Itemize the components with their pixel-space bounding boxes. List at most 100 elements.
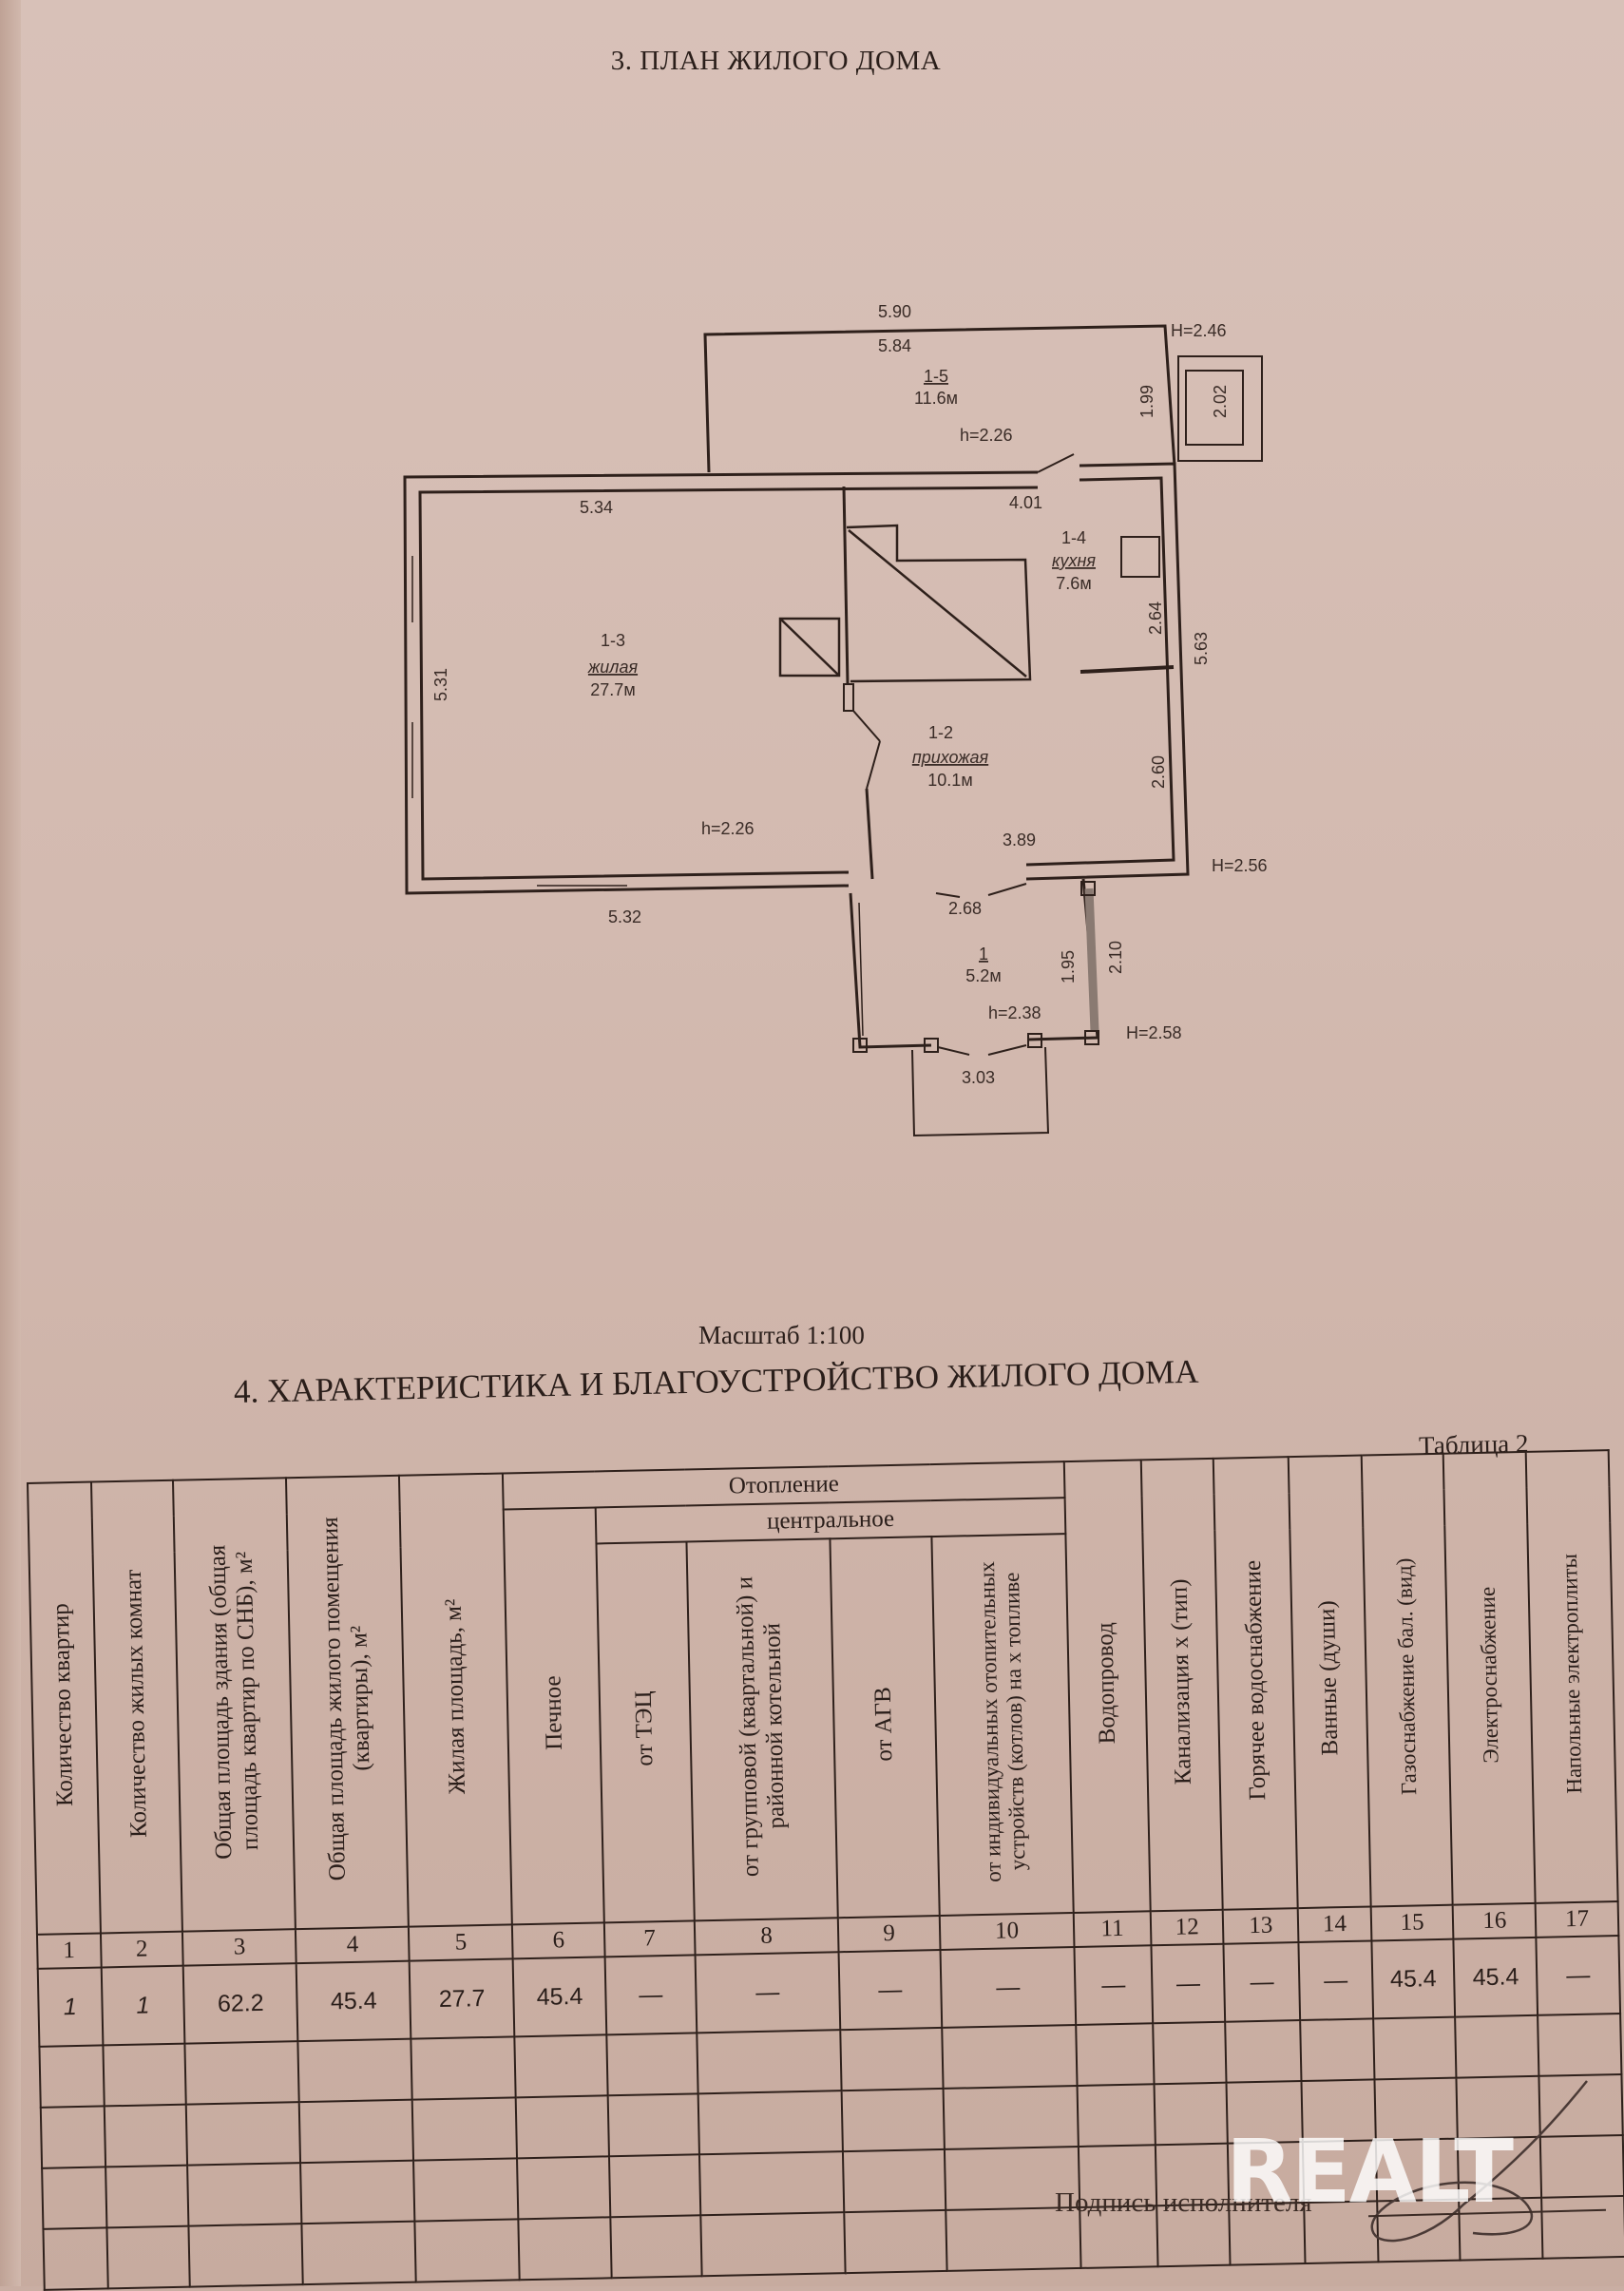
cell-stove-heating: 45.4 bbox=[512, 1957, 607, 2037]
dim-porch-outer-right: 2.10 bbox=[1106, 941, 1125, 974]
room-1-3-name: жилая bbox=[587, 658, 639, 677]
cell-agv: — bbox=[838, 1949, 943, 2031]
header-col-14: Ванные (души) bbox=[1288, 1455, 1371, 1909]
dim-bottom-12: 3.89 bbox=[1003, 830, 1036, 850]
dim-inner-top-15: 5.84 bbox=[878, 336, 911, 355]
header-col-10: от индивидуальных отопительных устройств… bbox=[931, 1534, 1074, 1916]
room-1-3-height: h=2.26 bbox=[701, 819, 755, 838]
room-1-area: 5.2м bbox=[965, 966, 1001, 985]
header-col-6: Печное bbox=[503, 1507, 604, 1925]
cell-total-dwelling-area: 45.4 bbox=[296, 1960, 411, 2042]
header-col-7: от ТЭЦ bbox=[596, 1541, 695, 1923]
col-num-2: 2 bbox=[100, 1931, 183, 1968]
room-1-5-id: 1-5 bbox=[924, 367, 948, 386]
porch-entry-door bbox=[935, 892, 961, 898]
room-1-5-area: 11.6м bbox=[914, 389, 958, 408]
porch-post-4 bbox=[1084, 1030, 1099, 1045]
partition-kitchen bbox=[1079, 665, 1175, 674]
col-num-13: 13 bbox=[1223, 1908, 1299, 1944]
main-outer-wall bbox=[403, 470, 1039, 895]
porch-door bbox=[937, 1046, 970, 1056]
dim-right-12: 2.60 bbox=[1149, 755, 1168, 789]
room-1-4-name: кухня bbox=[1052, 551, 1096, 570]
cell-apartments: 1 bbox=[37, 1967, 103, 2047]
col-num-3: 3 bbox=[182, 1929, 296, 1966]
dim-porch-inner-right: 1.95 bbox=[1059, 950, 1078, 983]
room-1-4-id: 1-4 bbox=[1061, 528, 1086, 547]
cell-hot-water: — bbox=[1223, 1942, 1301, 2022]
cell-electric-stoves: — bbox=[1536, 1936, 1621, 2015]
cell-gas-supply: 45.4 bbox=[1371, 1938, 1456, 2019]
cell-living-area: 27.7 bbox=[409, 1958, 515, 2039]
header-col-13: Горячее водоснабжение bbox=[1213, 1457, 1298, 1910]
dim-top-14: 4.01 bbox=[1009, 493, 1042, 512]
height-upper: H=2.46 bbox=[1171, 321, 1227, 340]
col-num-7: 7 bbox=[603, 1920, 696, 1957]
porch-steps bbox=[911, 1046, 1050, 1137]
cell-chp: — bbox=[604, 1955, 697, 2035]
col-num-15: 15 bbox=[1370, 1904, 1454, 1941]
room-1-5-height: h=2.26 bbox=[960, 426, 1013, 445]
col-num-12: 12 bbox=[1150, 1909, 1224, 1946]
dim-right-total: 5.63 bbox=[1192, 632, 1211, 665]
header-col-17: Напольные электроплиты bbox=[1525, 1450, 1618, 1903]
room-1-height: h=2.38 bbox=[988, 1003, 1041, 1022]
col-num-5: 5 bbox=[409, 1924, 513, 1961]
header-col-5: Жилая площадь, м² bbox=[399, 1473, 513, 1927]
room-1-2-name: прихожая bbox=[912, 748, 989, 767]
col-num-9: 9 bbox=[837, 1915, 941, 1953]
porch-window-left bbox=[858, 902, 864, 1037]
porch-post-1 bbox=[852, 1038, 868, 1053]
header-col-1: Количество квартир bbox=[28, 1481, 101, 1935]
dim-right-14: 2.64 bbox=[1146, 601, 1165, 635]
col-num-11: 11 bbox=[1073, 1911, 1152, 1948]
cell-boiler-house: — bbox=[695, 1952, 841, 2033]
page-edge-shadow bbox=[0, 0, 21, 2286]
dim-right-15: 1.99 bbox=[1137, 385, 1156, 418]
kitchen-hob bbox=[1120, 536, 1160, 578]
annex-box-inner bbox=[1185, 370, 1244, 446]
plan-scale: Масштаб 1:100 bbox=[698, 1321, 865, 1349]
porch-entry-door-2 bbox=[987, 883, 1027, 896]
porch-door-2 bbox=[987, 1044, 1027, 1056]
cell-baths: — bbox=[1298, 1940, 1373, 2021]
header-col-9: от АГВ bbox=[830, 1537, 940, 1919]
header-col-8: от групповой (квартальной) и районной ко… bbox=[686, 1538, 838, 1921]
room-1-4-area: 7.6м bbox=[1056, 574, 1091, 593]
floor-plan: 5.90 5.84 H=2.46 1-5 11.6м h=2.26 1.99 2… bbox=[403, 302, 1268, 1137]
porch-left-wall bbox=[849, 892, 932, 1049]
dim-outer-top-15: 5.90 bbox=[878, 302, 911, 321]
col-num-17: 17 bbox=[1535, 1901, 1619, 1938]
porch-post-5 bbox=[1080, 881, 1096, 896]
height-main: H=2.56 bbox=[1212, 856, 1268, 875]
header-col-16: Электроснабжение bbox=[1443, 1451, 1536, 1905]
dim-porch-bottom: 3.03 bbox=[962, 1068, 995, 1087]
dim-left-13: 5.31 bbox=[431, 668, 450, 701]
cell-water-supply: — bbox=[1074, 1945, 1153, 2025]
signature-label: Подпись исполнителя bbox=[1055, 2187, 1312, 2218]
right-outer-wall bbox=[1025, 462, 1190, 881]
dim-porch-top: 2.68 bbox=[948, 899, 982, 918]
header-col-4: Общая площадь жилого помещения (квартиры… bbox=[286, 1475, 410, 1930]
cell-individual-boilers: — bbox=[940, 1947, 1077, 2028]
room-1-3-id: 1-3 bbox=[601, 631, 625, 650]
room-1-2-area: 10.1м bbox=[927, 771, 972, 790]
main-inner-wall bbox=[418, 486, 1039, 881]
stove-diagonal bbox=[848, 529, 1027, 678]
room-1-3-area: 27.7м bbox=[590, 680, 635, 699]
cell-total-building-area: 62.2 bbox=[182, 1963, 298, 2044]
col-num-8: 8 bbox=[694, 1918, 839, 1956]
header-col-15: Газоснабжение бал. (вид) bbox=[1361, 1453, 1454, 1907]
partition-1-3 bbox=[842, 486, 850, 685]
door-swing-1-3 bbox=[852, 710, 881, 742]
plan-title: 3. ПЛАН ЖИЛОГО ДОМА bbox=[610, 46, 942, 76]
porch-post-2 bbox=[924, 1038, 939, 1053]
dim-top-13: 5.34 bbox=[580, 498, 613, 517]
dim-bottom-13: 5.32 bbox=[608, 907, 641, 926]
col-num-10: 10 bbox=[939, 1913, 1075, 1950]
col-num-16: 16 bbox=[1453, 1902, 1537, 1939]
cell-electricity: 45.4 bbox=[1453, 1937, 1538, 2017]
dim-annex-15: 2.02 bbox=[1211, 385, 1230, 418]
room-1-2-id: 1-2 bbox=[928, 723, 953, 742]
